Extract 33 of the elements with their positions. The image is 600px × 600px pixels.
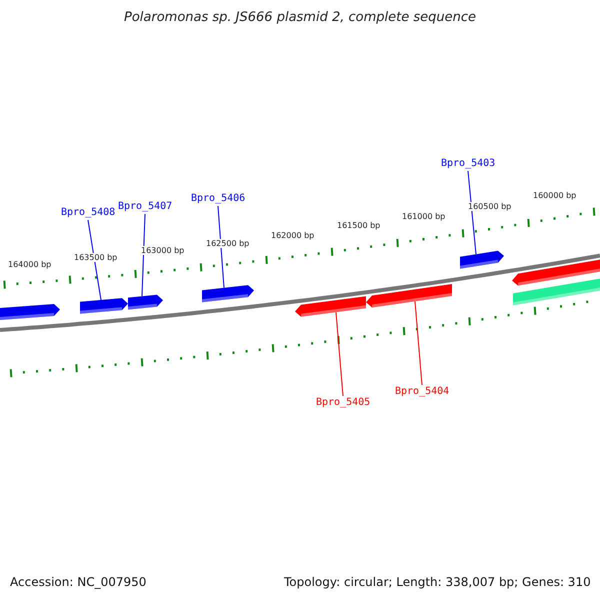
tick-label: 161000 bp [401, 212, 446, 221]
gene-label: Bpro_5408 [61, 207, 116, 218]
footer-text: Accession: NC_007950 [10, 575, 146, 589]
gene-feature [295, 296, 366, 317]
tick-label: 161500 bp [336, 221, 382, 230]
leader-line [142, 214, 146, 297]
gene-label: Bpro_5406 [191, 193, 246, 204]
gene-feature [0, 304, 60, 320]
gene-label: Bpro_5405 [316, 397, 370, 408]
diagram-title: Polaromonas sp. JS666 plasmid 2, complete sequence [122, 10, 477, 25]
leader-line [414, 300, 422, 386]
tick-label: 162500 bp [205, 239, 250, 248]
leader-line [468, 170, 476, 255]
tick-label: 163500 bp [73, 253, 118, 262]
gene-feature [128, 294, 163, 310]
gene-feature [512, 260, 600, 286]
gene-feature [366, 284, 452, 308]
gene-feature [202, 285, 254, 302]
gene-feature [80, 298, 128, 314]
gene-label: Bpro_5407 [118, 201, 172, 212]
leader-line [218, 206, 224, 288]
tick-label: 164000 bp [7, 260, 52, 269]
leader-line [88, 220, 102, 300]
gene-feature [513, 278, 600, 306]
gene-label: Bpro_5403 [441, 158, 496, 169]
footer-text: Topology: circular; Length: 338,007 bp; Genes: 310 [284, 575, 591, 589]
gene-label: Bpro_5404 [395, 386, 450, 397]
tick-label: 163000 bp [140, 246, 186, 255]
gene-feature [460, 250, 504, 269]
tick-label: 162000 bp [270, 231, 316, 240]
leader-line [336, 312, 344, 396]
tick-label: 160500 bp [467, 202, 512, 211]
tick-label: 160000 bp [532, 191, 578, 200]
